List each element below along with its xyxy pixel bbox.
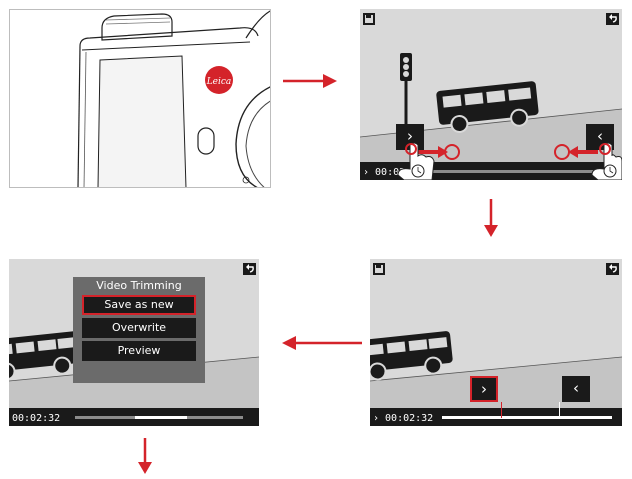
camera-illustration: Leica xyxy=(9,9,271,188)
overwrite-button[interactable]: Overwrite xyxy=(82,318,196,338)
preview-button[interactable]: Preview xyxy=(82,341,196,361)
trim-screen-result: › 00:02:32 › ‹ xyxy=(370,259,622,426)
timeline-track[interactable] xyxy=(442,416,612,419)
leica-logo-text: Leica xyxy=(206,77,232,87)
touch-hand-icon xyxy=(591,142,622,180)
trim-end-control[interactable]: ‹ xyxy=(562,376,590,402)
arrow-down-1 xyxy=(482,199,500,239)
timecode: › 00:02:32 xyxy=(373,413,434,424)
back-icon[interactable] xyxy=(606,263,619,275)
traffic-light-icon xyxy=(400,53,412,127)
save-icon[interactable] xyxy=(373,263,385,275)
trim-start-marker xyxy=(501,402,502,418)
touch-hand-icon xyxy=(397,142,435,180)
save-as-new-button[interactable]: Save as new xyxy=(82,295,196,315)
trim-end-marker xyxy=(559,402,560,418)
timeline-selection xyxy=(135,416,187,419)
leica-logo-dot xyxy=(205,66,233,94)
arrow-down-2 xyxy=(136,438,154,476)
gesture-overlay xyxy=(397,142,622,180)
arrow-left-1 xyxy=(282,334,364,352)
back-icon[interactable] xyxy=(243,263,256,275)
trim-screen-gesture: › 00:02:32 › ‹ xyxy=(360,9,622,180)
arrow-right-1 xyxy=(283,72,339,90)
video-trimming-menu: Video Trimming Save as new Overwrite Pre… xyxy=(73,277,205,383)
camera-body-drawing: Leica xyxy=(77,10,270,187)
trim-start-control[interactable]: › xyxy=(470,376,498,402)
timecode: 00:02:32 xyxy=(12,413,61,424)
bus-icon xyxy=(9,331,82,381)
back-icon[interactable] xyxy=(606,13,619,25)
menu-title: Video Trimming xyxy=(96,279,182,292)
timeline-bar: 00:02:32 xyxy=(9,408,259,426)
timeline-bar: › 00:02:32 xyxy=(370,408,622,426)
timeline-track[interactable] xyxy=(416,170,596,173)
trim-save-screen: Video Trimming Save as new Overwrite Pre… xyxy=(9,259,259,426)
save-icon[interactable] xyxy=(363,13,375,25)
bus-icon xyxy=(370,331,453,381)
bus-icon xyxy=(436,81,539,134)
timecode: › 00:02:32 xyxy=(363,167,424,178)
